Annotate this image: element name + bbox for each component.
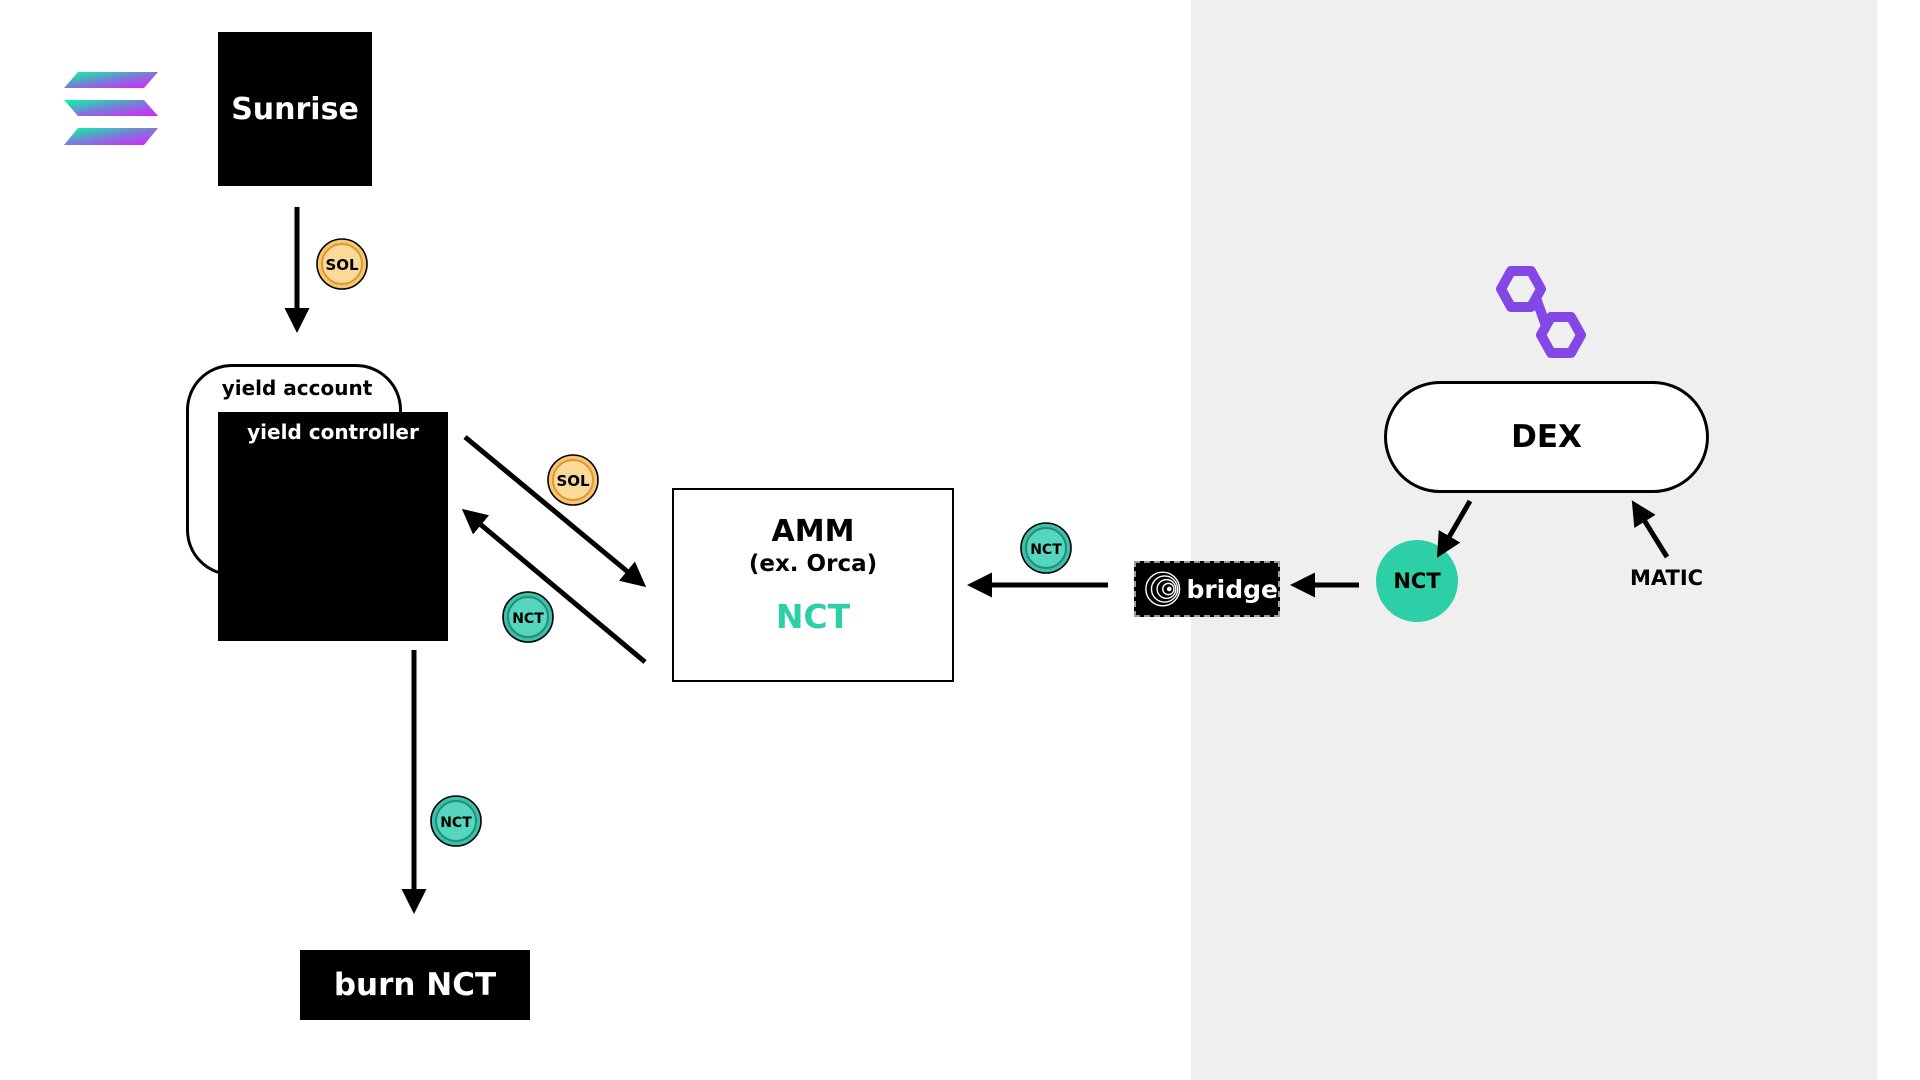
yield-controller-label: yield controller — [247, 420, 419, 444]
nct-bubble-label: NCT — [1393, 569, 1441, 593]
wormhole-logo-icon — [1145, 571, 1181, 607]
nct-coin-text: NCT — [512, 611, 544, 627]
sunrise-label: Sunrise — [231, 91, 359, 127]
polygon-network-panel — [1191, 0, 1877, 1080]
sol-coin-icon: SOL — [547, 454, 599, 506]
dex-label: DEX — [1511, 419, 1582, 455]
nct-coin-text: NCT — [440, 815, 472, 831]
burn-nct-box: burn NCT — [300, 950, 530, 1020]
arrow-matic-to-dex — [1631, 500, 1670, 559]
burn-nct-label: burn NCT — [333, 967, 497, 1003]
nct-coin-icon: NCT — [502, 591, 554, 643]
solana-logo-icon — [64, 72, 158, 145]
amm-box: AMM (ex. Orca) NCT — [672, 488, 954, 682]
nct-coin-icon: NCT — [1020, 522, 1072, 574]
matic-label: MATIC — [1630, 566, 1704, 590]
arrow-controller-to-amm — [463, 435, 647, 588]
arrow-amm-to-controller — [461, 508, 647, 664]
amm-title: AMM — [771, 514, 855, 549]
bridge-box: bridge — [1134, 561, 1280, 617]
nct-coin-text: NCT — [1030, 542, 1062, 558]
sol-coin-icon: SOL — [316, 238, 368, 290]
dex-box: DEX — [1384, 381, 1709, 493]
polygon-logo-icon — [1496, 266, 1586, 358]
yield-controller-box: yield controller — [218, 412, 448, 641]
yield-account-label: yield account — [221, 376, 373, 400]
amm-token-label: NCT — [775, 597, 851, 636]
nct-coin-icon: NCT — [430, 795, 482, 847]
arrow-dex-to-nct — [1436, 499, 1473, 558]
sol-coin-text: SOL — [325, 256, 359, 274]
sunrise-box: Sunrise — [218, 32, 372, 186]
bridge-label: bridge — [1186, 574, 1278, 604]
sol-coin-text: SOL — [556, 472, 590, 490]
amm-subtitle: (ex. Orca) — [748, 551, 878, 577]
